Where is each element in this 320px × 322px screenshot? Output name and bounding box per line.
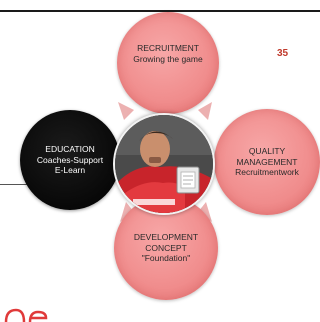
education-circle: EDUCATION Coaches-Support E-Learn [20,110,120,210]
education-title: EDUCATION [45,144,95,155]
recruitment-title: RECRUITMENT [137,43,199,54]
logo-fragment [0,304,60,322]
development-subtitle: "Foundation" [141,253,191,264]
quality-management-circle: QUALITY MANAGEMENT Recruitmentwork [214,109,320,215]
logo-fragment-icon [4,308,48,322]
recruitment-circle: RECRUITMENT Growing the game [117,12,219,114]
development-title-line1: DEVELOPMENT [133,232,199,243]
quality-title-line1: QUALITY [248,146,286,157]
top-rule [0,10,320,12]
quality-title-line2: MANAGEMENT [236,156,298,167]
arrow-bottom-right-icon [198,202,212,222]
development-title-line2: CONCEPT [145,242,187,253]
page-number: 35 [277,48,289,59]
education-subtitle-line2: E-Learn [54,165,86,176]
arrow-top-right-icon [198,102,212,120]
recruitment-subtitle: Growing the game [133,54,203,64]
arrow-top-left-icon [118,102,134,120]
quality-subtitle: Recruitmentwork [235,167,299,178]
player-photo-icon [115,115,213,213]
player-photo [113,113,215,215]
education-subtitle-line1: Coaches-Support [36,154,104,165]
